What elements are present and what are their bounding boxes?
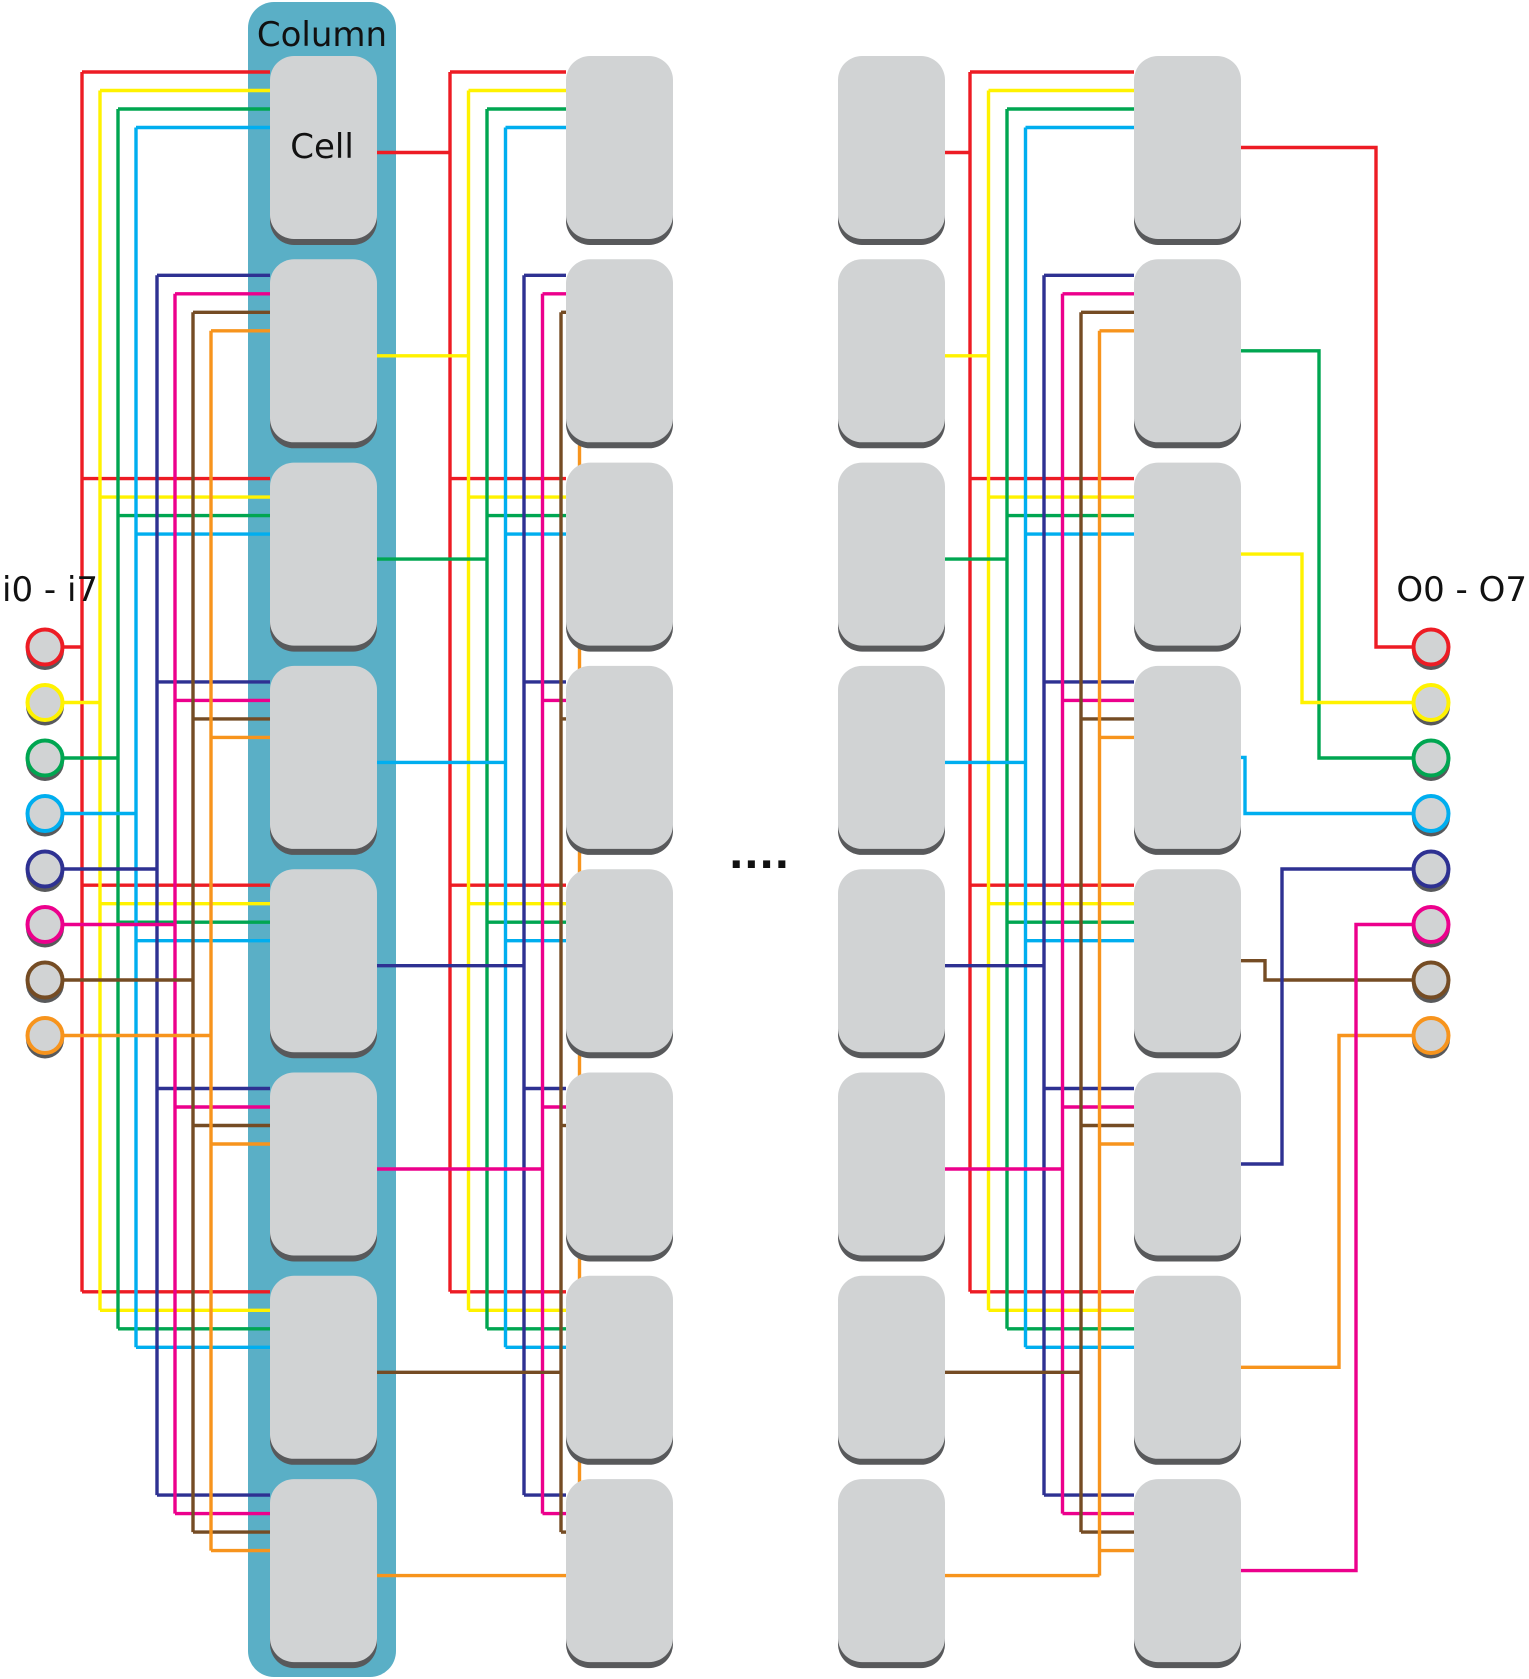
cell — [838, 462, 945, 652]
input-port-i3 — [25, 794, 65, 837]
ports — [25, 627, 1451, 1059]
cell — [1134, 665, 1241, 855]
output-wire-o3 — [1241, 755, 1431, 816]
cell — [270, 259, 377, 449]
input-port-i4 — [25, 849, 65, 892]
cell — [838, 56, 945, 245]
cell — [1134, 1072, 1241, 1262]
input-port-i2 — [25, 738, 65, 781]
cell — [566, 1072, 673, 1262]
cell — [1134, 259, 1241, 449]
output-wire-o4 — [1241, 867, 1431, 1166]
output-port-o3 — [1411, 794, 1451, 837]
cell — [838, 869, 945, 1059]
output-port-o7 — [1411, 1016, 1451, 1059]
wires — [45, 70, 1431, 1578]
input-port-i6 — [25, 960, 65, 1003]
cell — [566, 462, 673, 652]
column-label: Column — [257, 15, 387, 55]
cell — [270, 665, 377, 855]
cell — [270, 1275, 377, 1465]
output-port-o5 — [1411, 905, 1451, 948]
inputs-label: i0 - i7 — [2, 570, 98, 610]
cell — [566, 869, 673, 1059]
cells — [270, 56, 1241, 1669]
cell — [270, 56, 377, 245]
output-port-o2 — [1411, 738, 1451, 781]
cell-label: Cell — [290, 127, 354, 167]
cell — [566, 1479, 673, 1669]
output-wire-o2 — [1241, 349, 1431, 760]
output-port-o1 — [1411, 683, 1451, 726]
cell — [838, 665, 945, 855]
input-port-i0 — [25, 627, 65, 670]
cell — [566, 259, 673, 449]
cell — [566, 56, 673, 245]
input-port-i1 — [25, 683, 65, 726]
output-wire-o7 — [1241, 1033, 1431, 1370]
input-port-i7 — [25, 1016, 65, 1059]
cell — [270, 462, 377, 652]
cell — [566, 665, 673, 855]
output-wire-o0 — [1241, 145, 1431, 649]
cell — [1134, 1479, 1241, 1669]
cell — [270, 1072, 377, 1262]
output-port-o0 — [1411, 627, 1451, 670]
cell — [1134, 56, 1241, 245]
cell — [838, 1479, 945, 1669]
output-wire-o5 — [1241, 922, 1431, 1573]
cell — [838, 1275, 945, 1465]
cell — [566, 1275, 673, 1465]
input-port-i5 — [25, 905, 65, 948]
cell — [838, 1072, 945, 1262]
output-wire-o6 — [1241, 959, 1431, 982]
output-port-o6 — [1411, 960, 1451, 1003]
cell — [1134, 869, 1241, 1059]
output-wire-o1 — [1241, 552, 1431, 705]
cell — [270, 869, 377, 1059]
outputs-label: O0 - O7 — [1396, 570, 1527, 610]
ellipsis: .... — [729, 832, 790, 878]
output-port-o4 — [1411, 849, 1451, 892]
cell — [270, 1479, 377, 1669]
cell — [1134, 462, 1241, 652]
cell — [838, 259, 945, 449]
cell — [1134, 1275, 1241, 1465]
